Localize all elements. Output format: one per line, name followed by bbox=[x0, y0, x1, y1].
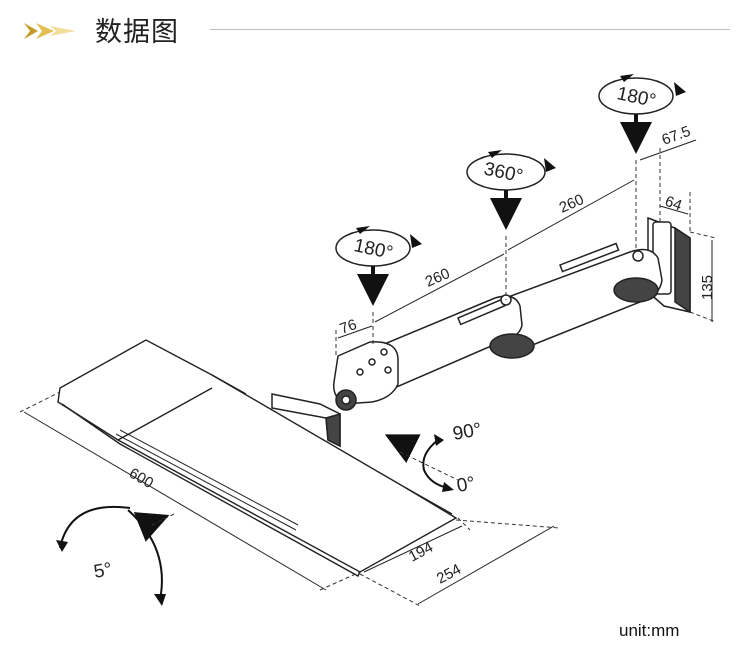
tilt-indicator: 90° 0° bbox=[384, 419, 483, 497]
tilt-label-5: 5° bbox=[92, 559, 114, 583]
rotation-indicator-mid: 360° bbox=[466, 150, 556, 230]
dim-label-260-upper: 260 bbox=[557, 191, 587, 217]
dimension-arrows bbox=[23, 139, 713, 605]
dim-label-135: 135 bbox=[699, 275, 716, 300]
tilt-label-0: 0° bbox=[455, 473, 477, 497]
double-arrow-icon bbox=[24, 23, 76, 39]
dim-label-67-5: 67.5 bbox=[660, 123, 693, 149]
keyboard-tray bbox=[57, 339, 458, 577]
rotation-indicator-base: 180° bbox=[598, 74, 686, 154]
section-header: 数据图 bbox=[0, 0, 750, 56]
dim-label-260-lower: 260 bbox=[423, 265, 453, 291]
rotation-indicator-end: 180° bbox=[335, 226, 422, 306]
dim-label-76: 76 bbox=[338, 316, 359, 338]
dim-label-254: 254 bbox=[434, 561, 464, 588]
tilt-label-90: 90° bbox=[451, 419, 483, 445]
dim-label-600: 600 bbox=[126, 465, 156, 492]
tray-tilt-indicator: 5° bbox=[56, 505, 175, 606]
dim-label-64: 64 bbox=[663, 193, 684, 215]
unit-label: unit:mm bbox=[619, 621, 680, 640]
page-title: 数据图 bbox=[95, 17, 179, 48]
header-divider bbox=[210, 29, 730, 30]
arm-assembly bbox=[271, 242, 663, 448]
